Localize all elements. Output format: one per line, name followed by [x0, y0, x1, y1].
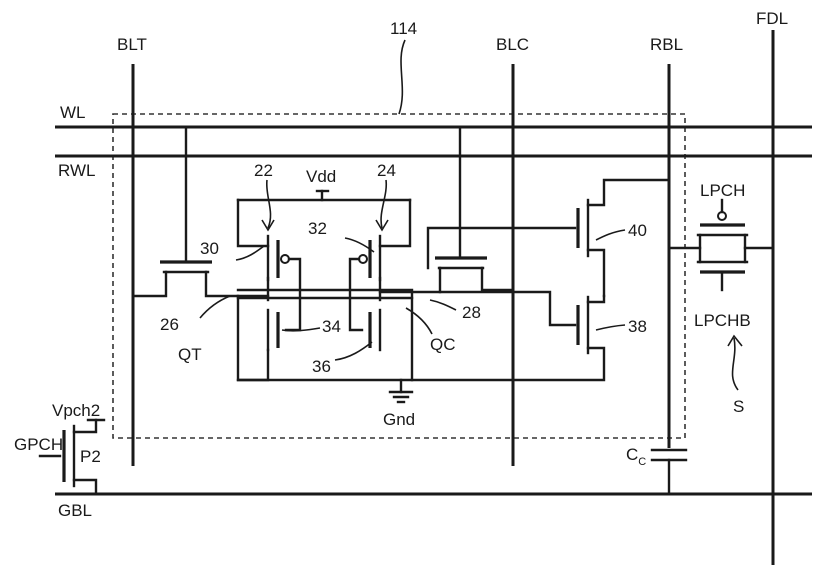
ref-34: 34	[322, 317, 341, 336]
label-p2: P2	[80, 447, 101, 466]
label-blc: BLC	[496, 35, 529, 54]
capacitor-cc	[650, 448, 688, 496]
label-cc: CC	[626, 445, 646, 468]
label-fdl: FDL	[756, 9, 788, 28]
ground-rail	[236, 290, 414, 404]
ref-26: 26	[160, 315, 179, 334]
label-gnd: Gnd	[383, 410, 415, 429]
leader-lines	[199, 179, 626, 361]
label-lpchb: LPCHB	[694, 311, 751, 330]
label-lpch: LPCH	[700, 181, 745, 200]
inverter-left	[236, 234, 302, 382]
label-cc-main: C	[626, 445, 638, 464]
ref-32: 32	[308, 219, 327, 238]
label-cc-sub: C	[638, 456, 646, 468]
label-wl: WL	[60, 103, 86, 122]
ref-36: 36	[312, 357, 331, 376]
cell-boundary-114	[112, 113, 686, 439]
ref-114-leader	[398, 39, 406, 115]
read-stack	[410, 178, 671, 382]
transistor-26	[131, 125, 238, 298]
switch-s	[667, 198, 775, 391]
ref-28: 28	[462, 303, 481, 322]
ref-40: 40	[628, 221, 647, 240]
ref-22: 22	[254, 161, 273, 180]
label-qc: QC	[430, 335, 456, 354]
label-gpch: GPCH	[14, 435, 63, 454]
label-qt: QT	[178, 345, 202, 364]
ref-30: 30	[200, 239, 219, 258]
transistor-28	[410, 125, 515, 294]
vdd-supply	[236, 189, 412, 248]
transistor-p2	[38, 418, 106, 496]
label-s: S	[733, 397, 744, 416]
label-blt: BLT	[117, 35, 147, 54]
cross-coupling	[236, 288, 414, 300]
label-vpch2: Vpch2	[52, 401, 100, 420]
label-rwl: RWL	[58, 161, 95, 180]
label-vdd: Vdd	[306, 167, 336, 186]
label-rbl: RBL	[650, 35, 683, 54]
ref-38: 38	[628, 317, 647, 336]
label-gbl: GBL	[58, 501, 92, 520]
ref-24: 24	[377, 161, 396, 180]
inverter-right	[348, 234, 412, 352]
ref-114: 114	[390, 19, 417, 38]
